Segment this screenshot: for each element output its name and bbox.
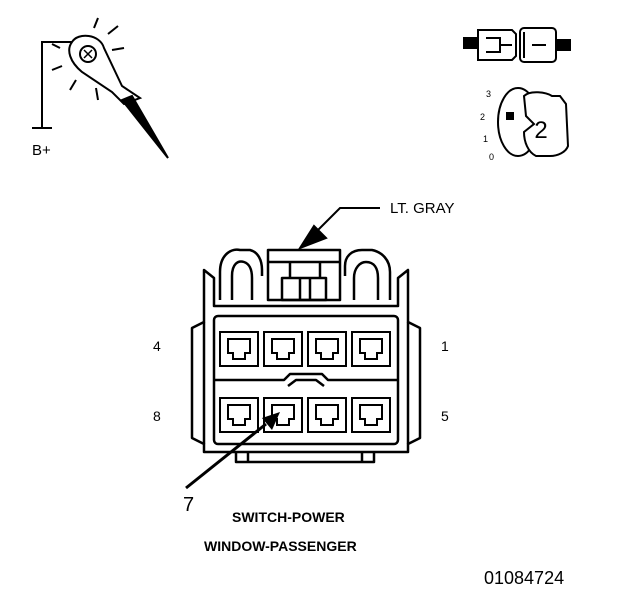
ignition-position-3: 3: [486, 89, 491, 99]
test-light-probe-icon: [32, 17, 169, 159]
pin-callout-arrow: [185, 412, 280, 490]
color-callout-arrow: [297, 207, 380, 251]
ignition-key-switch-icon: [497, 87, 570, 157]
pin-label-top-left: 4: [153, 338, 161, 354]
pin-cavity: [263, 331, 303, 367]
callout-pin-number: 7: [183, 494, 195, 516]
probe-label: B+: [32, 142, 51, 159]
connector-color-label: LT. GRAY: [390, 200, 455, 217]
ignition-position-0: 0: [489, 152, 494, 162]
pin-cavity: [351, 331, 391, 367]
pin-cavity: [307, 397, 347, 433]
connector-housing: [190, 248, 422, 464]
ignition-position-1: 1: [483, 134, 488, 144]
connector-title-line2: WINDOW-PASSENGER: [204, 538, 357, 554]
pin-label-bottom-left: 8: [153, 408, 161, 424]
pin-cavity: [219, 331, 259, 367]
pin-label-top-right: 1: [441, 338, 449, 354]
two-way-connector-icon: [463, 27, 571, 63]
ignition-position-2: 2: [480, 112, 485, 122]
connector-title-line1: SWITCH-POWER: [232, 509, 345, 525]
key-number: 2: [534, 117, 547, 144]
pin-cavity: [307, 331, 347, 367]
figure-id: 01084724: [484, 568, 565, 588]
pin-cavity: [351, 397, 391, 433]
pin-label-bottom-right: 5: [441, 408, 449, 424]
pin-cavity: [219, 397, 259, 433]
